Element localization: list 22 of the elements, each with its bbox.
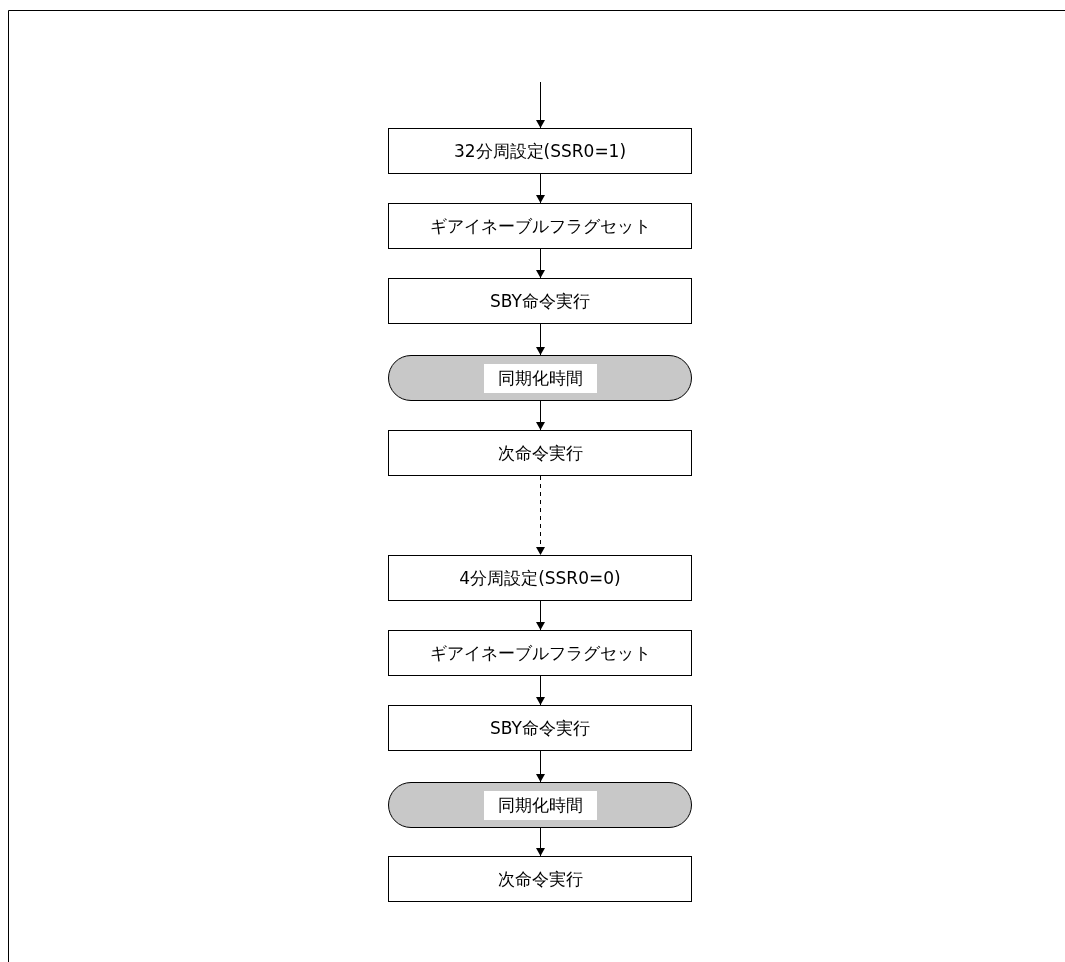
arrow [536,323,545,356]
process-box: 次命令実行 [388,856,692,902]
arrow [536,248,545,279]
process-box: SBY命令実行 [388,705,692,751]
arrow [536,475,545,556]
rounded-box [388,782,692,828]
arrow [536,81,545,129]
process-box: ギアイネーブルフラグセット [388,203,692,249]
arrow [536,173,545,204]
arrow [536,600,545,631]
process-box: 4分周設定(SSR0=0) [388,555,692,601]
arrow [536,827,545,857]
arrow [536,675,545,706]
process-box: 32分周設定(SSR0=1) [388,128,692,174]
arrow [536,750,545,783]
rounded-box [388,355,692,401]
process-box: ギアイネーブルフラグセット [388,630,692,676]
step-label: 同期化時間 [483,363,597,393]
process-box: SBY命令実行 [388,278,692,324]
arrow [536,400,545,431]
step-label: 同期化時間 [483,790,597,820]
process-box: 次命令実行 [388,430,692,476]
